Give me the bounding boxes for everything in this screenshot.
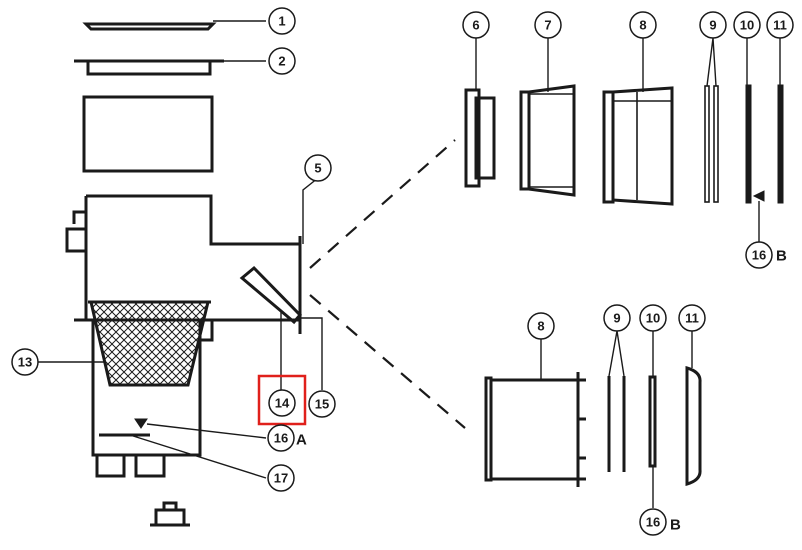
svg-text:11: 11 [773, 18, 787, 33]
callout-1: 1 [268, 7, 296, 35]
svg-text:17: 17 [274, 471, 288, 486]
part-6-adapter [464, 38, 496, 188]
part-7-flange [519, 38, 576, 197]
svg-text:9: 9 [709, 18, 716, 33]
part-10-ring-bottom [648, 331, 657, 508]
suffix-b-top: B [776, 248, 787, 265]
skimmer-body [65, 194, 303, 527]
callout-6: 6 [462, 11, 490, 39]
part-11-ring-top [777, 38, 784, 204]
callout-16a: 16 [267, 424, 295, 452]
callout-9: 9 [699, 11, 727, 39]
svg-text:1: 1 [278, 14, 285, 29]
svg-text:5: 5 [314, 161, 321, 176]
svg-text:16: 16 [646, 515, 660, 530]
svg-text:9: 9 [613, 311, 620, 326]
svg-text:11: 11 [685, 311, 699, 326]
part-11-cap-bottom [685, 331, 702, 486]
svg-text:16: 16 [752, 248, 766, 263]
callout-14: 14 [268, 389, 296, 417]
svg-text:7: 7 [544, 18, 551, 33]
valve-marker-a [134, 418, 148, 429]
callout-9-bottom: 9 [603, 304, 631, 332]
part-10-ring-top [745, 38, 765, 242]
svg-text:14: 14 [275, 396, 290, 411]
extension-part [82, 95, 214, 173]
svg-text:16: 16 [274, 431, 288, 446]
callout-7: 7 [534, 11, 562, 39]
callout-10-bottom: 10 [639, 304, 667, 332]
callout-5: 5 [304, 154, 332, 182]
svg-text:8: 8 [639, 18, 646, 33]
svg-text:13: 13 [18, 355, 32, 370]
callout-10: 10 [733, 11, 761, 39]
callout-15: 15 [308, 390, 336, 418]
part-9-gaskets-top [704, 37, 719, 203]
part-9-gaskets-bottom [607, 330, 626, 472]
callout-13: 13 [11, 348, 39, 376]
svg-text:10: 10 [740, 18, 754, 33]
callout-8-bottom: 8 [527, 312, 555, 340]
callout-16b-top: 16 [745, 241, 773, 269]
basket-part [88, 300, 211, 387]
leaders-left [37, 20, 323, 479]
callout-11: 11 [766, 11, 794, 39]
suffix-b-bottom: B [670, 517, 681, 534]
callout-17: 17 [267, 464, 295, 492]
projection-lines [309, 139, 466, 429]
svg-text:8: 8 [537, 319, 544, 334]
svg-text:6: 6 [472, 18, 479, 33]
callout-2: 2 [268, 47, 296, 75]
part-8-sleeve-bottom [484, 339, 586, 487]
highlight-box [257, 374, 307, 426]
collar-part [74, 59, 224, 76]
lid-part [82, 22, 217, 31]
callout-16b-bottom: 16 [639, 508, 667, 536]
svg-text:2: 2 [278, 54, 285, 69]
suffix-a: A [296, 432, 307, 449]
part-8-sleeve-top [602, 38, 674, 206]
svg-text:15: 15 [315, 397, 329, 412]
callout-8: 8 [629, 11, 657, 39]
svg-text:10: 10 [646, 311, 660, 326]
callout-11-bottom: 11 [678, 304, 706, 332]
